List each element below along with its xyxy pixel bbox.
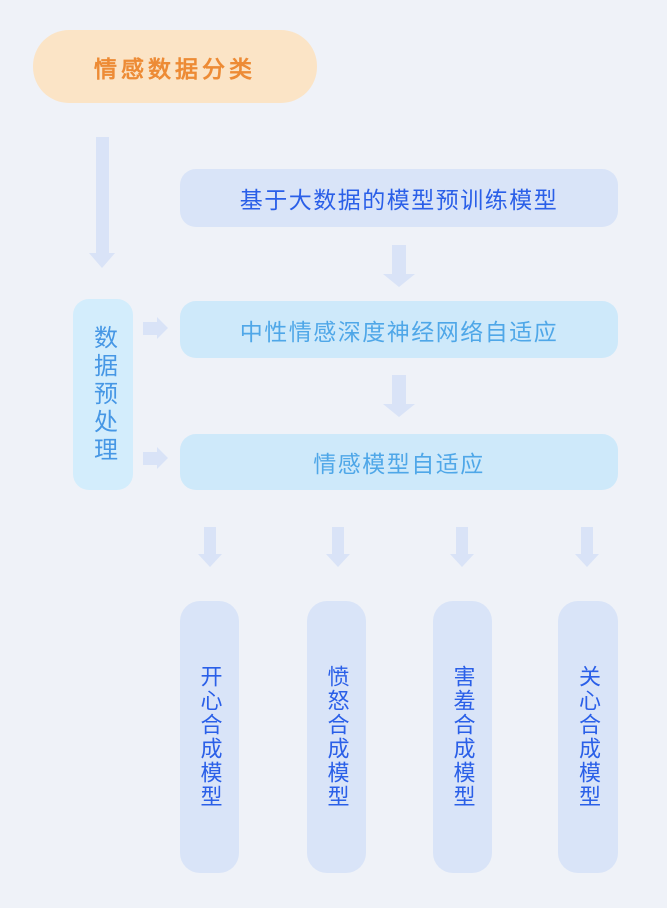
arrow-head xyxy=(157,317,168,339)
arrow-shaft xyxy=(204,527,216,554)
arrow-shaft xyxy=(95,137,109,253)
arrow-down-icon xyxy=(383,375,415,417)
arrow-down-icon xyxy=(89,137,115,268)
node-neutral-adapt: 中性情感深度神经网络自适应 xyxy=(180,301,618,358)
node-neutral-adapt-label: 中性情感深度神经网络自适应 xyxy=(239,318,559,345)
arrow-right-icon xyxy=(143,447,168,469)
node-preprocess-label: 数据预处理 xyxy=(89,324,117,465)
arrow-shaft xyxy=(392,375,406,404)
arrow-right-icon xyxy=(143,317,168,339)
arrow-head xyxy=(198,554,222,567)
arrow-shaft xyxy=(143,321,157,335)
arrow-head xyxy=(575,554,599,567)
node-output-caring-label: 关心合成模型 xyxy=(576,665,601,809)
arrow-shaft xyxy=(332,527,344,554)
arrow-down-icon xyxy=(198,527,222,567)
arrow-head xyxy=(383,404,415,417)
arrow-head xyxy=(89,253,115,268)
arrow-down-icon xyxy=(383,245,415,287)
node-output-happy: 开心合成模型 xyxy=(180,601,239,873)
node-pretrain: 基于大数据的模型预训练模型 xyxy=(180,169,618,227)
node-output-angry: 愤怒合成模型 xyxy=(307,601,366,873)
title-pill: 情感数据分类 xyxy=(33,30,317,103)
node-preprocess: 数据预处理 xyxy=(73,299,133,490)
node-emotion-adapt: 情感模型自适应 xyxy=(180,434,618,490)
arrow-shaft xyxy=(456,527,468,554)
arrow-head xyxy=(157,447,168,469)
node-output-shy: 害羞合成模型 xyxy=(433,601,492,873)
arrow-down-icon xyxy=(575,527,599,567)
node-pretrain-label: 基于大数据的模型预训练模型 xyxy=(239,187,559,213)
arrow-shaft xyxy=(581,527,593,554)
arrow-head xyxy=(383,274,415,287)
arrow-shaft xyxy=(392,245,406,274)
node-output-angry-label: 愤怒合成模型 xyxy=(324,665,350,809)
node-output-happy-label: 开心合成模型 xyxy=(197,665,223,809)
arrow-down-icon xyxy=(326,527,350,567)
node-emotion-adapt-label: 情感模型自适应 xyxy=(313,451,485,477)
arrow-head xyxy=(326,554,350,567)
title-label: 情感数据分类 xyxy=(94,55,256,82)
node-output-shy-label: 害羞合成模型 xyxy=(450,665,476,809)
arrow-head xyxy=(450,554,474,567)
arrow-shaft xyxy=(143,451,157,465)
arrow-down-icon xyxy=(450,527,474,567)
node-output-caring: 关心合成模型 xyxy=(558,601,618,873)
